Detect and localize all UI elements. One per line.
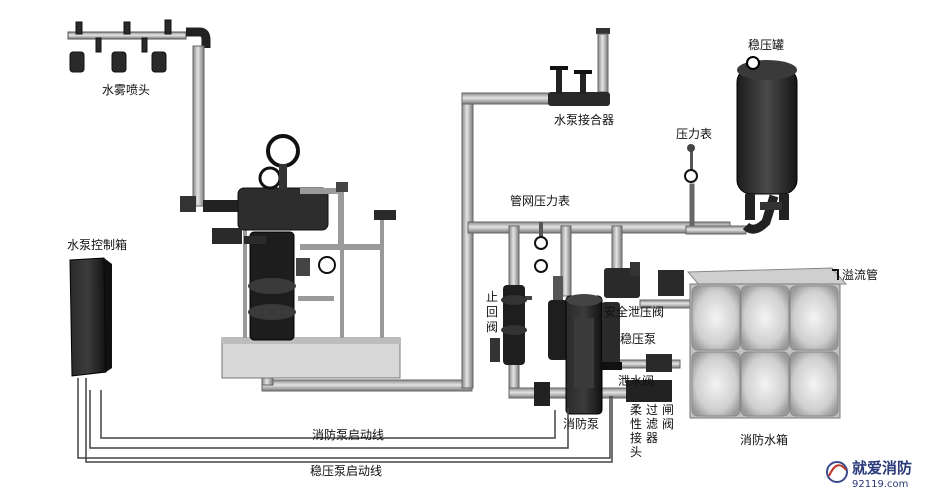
label-filter-2: 滤 bbox=[646, 417, 658, 431]
label-check-valve-3: 阀 bbox=[486, 320, 498, 334]
label-filter-1: 过 bbox=[646, 403, 658, 417]
label-flexible-joint-1: 柔 bbox=[630, 403, 642, 417]
logo-icon bbox=[826, 461, 848, 483]
label-check-valve-2: 回 bbox=[486, 305, 498, 319]
label-gate-valve-1: 闸 bbox=[662, 403, 674, 417]
label-flexible-joint-3: 接 bbox=[630, 430, 642, 445]
label-fire-pump: 消防泵 bbox=[563, 416, 599, 431]
logo-name: 就爱消防 bbox=[852, 459, 912, 477]
pump-group bbox=[490, 262, 684, 415]
label-flexible-joint-2: 性 bbox=[630, 417, 642, 431]
label-booster-pump-line: 稳压泵启动线 bbox=[310, 463, 382, 478]
label-network-gauge: 管网压力表 bbox=[510, 193, 570, 208]
label-pressure-gauge: 压力表 bbox=[676, 127, 712, 141]
label-check-valve-1: 止 bbox=[486, 290, 498, 304]
label-overflow-pipe: 溢流管 bbox=[842, 267, 878, 282]
pressure-gauge bbox=[684, 144, 698, 183]
label-water-tank: 消防水箱 bbox=[740, 432, 788, 447]
label-gate-valve-2: 阀 bbox=[662, 417, 674, 431]
pump-control-box bbox=[69, 257, 112, 377]
diagram-labels: 水雾喷头 水泵接合器 稳压罐 压力表 管网压力表 水泵控制箱 止 回 阀 安全泄… bbox=[67, 37, 878, 478]
label-booster-pump: 稳压泵 bbox=[620, 331, 656, 346]
label-drain-valve: 泄水阀 bbox=[618, 374, 654, 388]
label-filter-3: 器 bbox=[646, 431, 658, 445]
label-pressure-tank: 稳压罐 bbox=[748, 37, 784, 52]
label-control-box: 水泵控制箱 bbox=[67, 237, 127, 252]
label-fire-pump-line: 消防泵启动线 bbox=[312, 427, 384, 442]
watermark-logo: 就爱消防 92119.com bbox=[826, 459, 912, 490]
network-pressure-gauge bbox=[520, 222, 548, 300]
fire-water-tank bbox=[686, 267, 848, 419]
start-wires bbox=[77, 378, 613, 463]
deluge-valve-assembly bbox=[180, 134, 401, 379]
label-spray-head: 水雾喷头 bbox=[102, 83, 150, 97]
logo-url: 92119.com bbox=[852, 479, 908, 490]
label-safety-relief-valve: 安全泄压阀 bbox=[604, 304, 664, 319]
label-flexible-joint-4: 头 bbox=[630, 445, 642, 459]
pressure-tank bbox=[736, 56, 798, 234]
pump-connector bbox=[548, 28, 610, 106]
spray-head-manifold bbox=[67, 19, 211, 73]
label-pump-connector: 水泵接合器 bbox=[554, 112, 614, 127]
